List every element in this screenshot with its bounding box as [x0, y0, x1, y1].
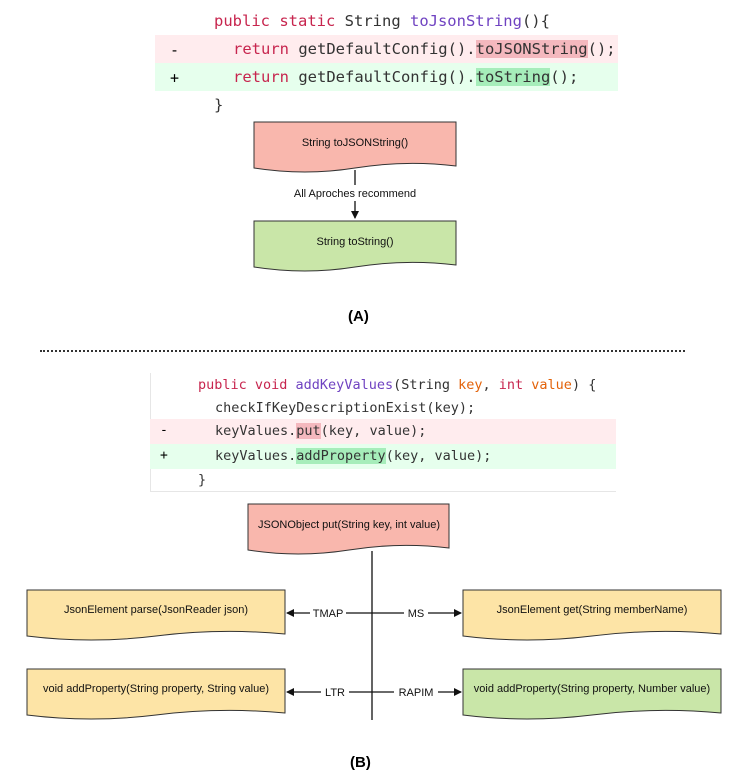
param-name: key: [458, 377, 483, 393]
added-call-highlight: toString: [475, 68, 551, 86]
edge-ltr-label: LTR: [325, 687, 345, 699]
diff-minus-sign-b: -: [160, 423, 168, 438]
added-call-highlight: addProperty: [296, 448, 386, 464]
code-text: (key, value);: [385, 448, 492, 464]
edge-label-a: All Aproches recommend: [294, 188, 416, 200]
keyword: public static: [214, 12, 345, 30]
code-snippet-a: public static String toJsonString(){ ret…: [0, 7, 616, 114]
code-line-deleted-b: keyValues.put(key, value);: [215, 419, 426, 444]
edge-rapim-label: RAPIM: [399, 687, 434, 699]
code-text: ) {: [571, 377, 597, 393]
code-punct: (){: [521, 12, 550, 30]
code-text: getDefaultConfig().: [298, 68, 476, 86]
keyword: int: [498, 377, 532, 393]
edge-rapim-label-bg: [394, 685, 438, 699]
deleted-call-highlight: toJSONString: [475, 40, 588, 58]
ltr-api-label: void addProperty(String property, String…: [43, 683, 269, 695]
tmap-api-label: JsonElement parse(JsonReader json): [64, 604, 248, 616]
method-name: addKeyValues: [295, 377, 394, 393]
code-line-added-a: return getDefaultConfig().toString();: [233, 63, 578, 91]
deleted-call-highlight: put: [296, 423, 321, 439]
source-api-node-a: [253, 121, 457, 173]
code-punct: }: [198, 472, 207, 488]
code-text: keyValues.: [215, 423, 297, 439]
code-line-close-b: }: [198, 468, 206, 492]
type-name: String: [344, 12, 410, 30]
code-text: checkIfKeyDescriptionExist(key);: [215, 400, 476, 416]
panel-divider: [40, 350, 685, 352]
edge-ms-label-bg: [404, 606, 428, 620]
diff-plus-sign-b: +: [160, 448, 168, 463]
source-api-label-a: String toJSONString(): [302, 137, 408, 149]
ms-api-label: JsonElement get(String memberName): [497, 604, 688, 616]
rapim-api-node: [462, 668, 722, 720]
keyword: public void: [198, 377, 296, 393]
code-line-added-b: keyValues.addProperty(key, value);: [215, 444, 491, 469]
caption-b: (B): [350, 754, 371, 771]
rapim-api-label: void addProperty(String property, Number…: [474, 683, 710, 695]
edge-tmap-label: TMAP: [313, 608, 344, 620]
code-line-check-b: checkIfKeyDescriptionExist(key);: [215, 396, 475, 420]
code-line-deleted-a: return getDefaultConfig().toJSONString()…: [233, 35, 616, 63]
ltr-api-node: [26, 668, 286, 720]
code-text: (key, value);: [320, 423, 427, 439]
source-api-label-b: JSONObject put(String key, int value): [258, 519, 440, 531]
code-text: ,: [482, 377, 499, 393]
keyword: return: [233, 40, 299, 58]
code-text: ();: [550, 68, 579, 86]
code-text: (String: [393, 377, 459, 393]
edge-tmap-label-bg: [310, 606, 346, 620]
code-line-signature-b: public void addKeyValues(String key, int…: [198, 373, 596, 397]
code-line-close-a: }: [214, 91, 223, 119]
code-punct: }: [214, 96, 224, 114]
diff-plus-sign-a: +: [170, 69, 180, 87]
code-snippet-b: public void addKeyValues(String key, int…: [0, 373, 596, 488]
edge-ltr-label-bg: [321, 685, 349, 699]
code-line-signature-a: public static String toJsonString(){: [214, 7, 550, 35]
code-text: getDefaultConfig().: [298, 40, 476, 58]
edge-label-bg-a: [288, 185, 422, 201]
code-text: ();: [587, 40, 616, 58]
edge-ms-label: MS: [408, 608, 425, 620]
diff-minus-sign-a: -: [170, 41, 180, 59]
diff-deleted-line-bg-b: [150, 419, 616, 444]
code-text: keyValues.: [215, 448, 297, 464]
param-name: value: [531, 377, 572, 393]
target-api-node-a: [253, 220, 457, 272]
target-api-label-a: String toString(): [316, 236, 393, 248]
tmap-api-node: [26, 589, 286, 641]
method-name: toJsonString: [409, 12, 522, 30]
ms-api-node: [462, 589, 722, 641]
caption-a: (A): [348, 308, 369, 325]
source-api-node-b: [247, 503, 450, 555]
keyword: return: [233, 68, 299, 86]
